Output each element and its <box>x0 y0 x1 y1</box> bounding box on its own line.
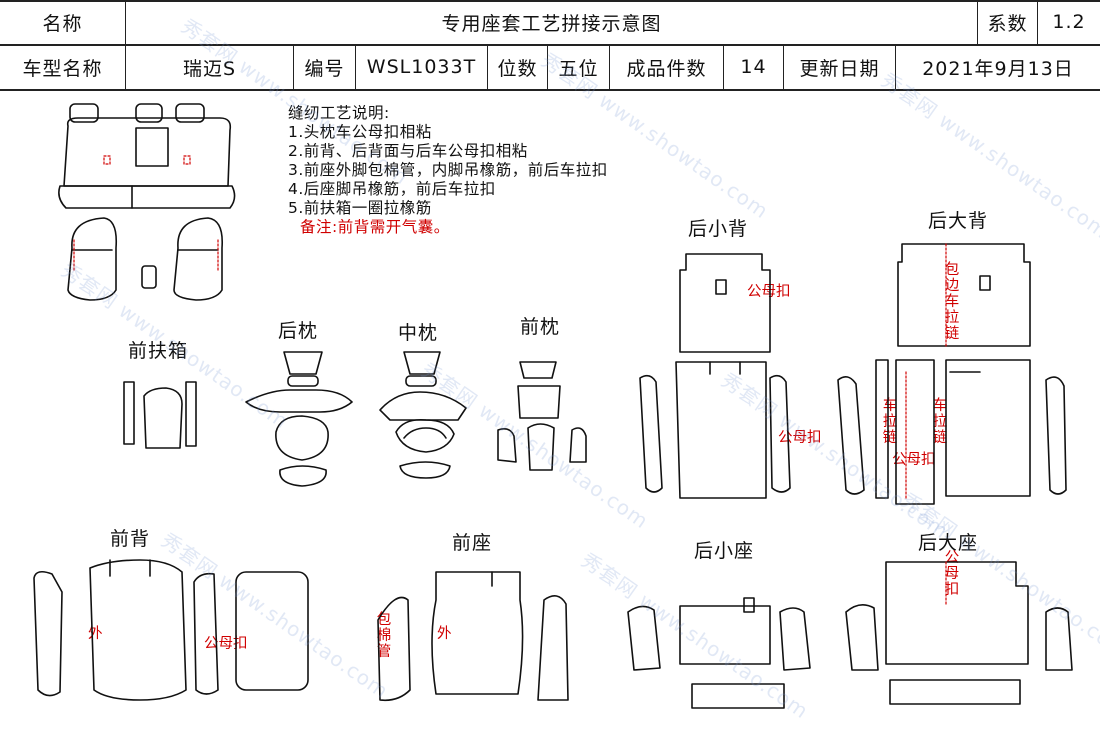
rear-big-back-pieces <box>837 243 1067 505</box>
note-item: 5.前扶箱一圈拉橡筋 <box>288 199 432 217</box>
model-label: 车型名称 <box>0 45 126 89</box>
snap-note: 公母扣 <box>892 452 936 468</box>
label-front-back: 前背 <box>110 528 151 550</box>
label-front-armrest: 前扶箱 <box>128 340 189 362</box>
front-seat-pieces <box>377 571 569 702</box>
zipper-note: 车拉链 <box>882 398 898 446</box>
notes-title: 缝纫工艺说明: <box>288 104 390 122</box>
cotton-tube-note: 包棉管 <box>376 612 392 660</box>
seat-value: 五位 <box>548 45 610 89</box>
rear-small-seat-pieces <box>627 597 811 709</box>
label-rear-small-back: 后小背 <box>688 218 749 240</box>
front-armrest-pieces <box>123 381 197 449</box>
label-rear-headrest: 后枕 <box>278 320 319 342</box>
rear-headrest-pieces <box>245 351 353 487</box>
note-item: 3.前座外脚包棉管，内脚吊橡筋，前后车拉扣 <box>288 161 608 179</box>
label-rear-big-seat: 后大座 <box>918 532 979 554</box>
pieces-label: 成品件数 <box>610 45 724 89</box>
model-value: 瑞迈S <box>126 45 294 89</box>
seat-label: 位数 <box>488 45 548 89</box>
note-item: 4.后座脚吊橡筋，前后车拉扣 <box>288 180 496 198</box>
pieces-value: 14 <box>724 45 784 89</box>
sewing-notes: 缝纫工艺说明: 1.头枕车公母扣相粘 2.前背、后背面与后车公母扣相粘 3.前座… <box>288 104 608 237</box>
zipper-note: 车拉链 <box>932 398 948 446</box>
front-back-pieces <box>33 559 309 701</box>
label-front-headrest: 前枕 <box>520 316 561 338</box>
header-table: 名称 专用座套工艺拼接示意图 系数 1.2 车型名称 瑞迈S 编号 WSL103… <box>0 0 1100 91</box>
sheet-title: 专用座套工艺拼接示意图 <box>126 0 978 44</box>
coef-label: 系数 <box>978 0 1038 44</box>
coef-value: 1.2 <box>1052 11 1086 33</box>
date-label: 更新日期 <box>784 45 896 89</box>
label-front-seat: 前座 <box>452 532 493 554</box>
outer-note: 外 <box>437 626 452 642</box>
note-item: 2.前背、后背面与后车公母扣相粘 <box>288 142 528 160</box>
date-value: 2021年9月13日 <box>922 57 1074 80</box>
zipper-edge-note: 包边车拉链 <box>944 262 960 342</box>
label-middle-headrest: 中枕 <box>398 322 439 344</box>
snap-note: 公母扣 <box>747 284 791 300</box>
rear-big-seat-pieces <box>845 561 1073 705</box>
car-seat-overview <box>58 103 236 301</box>
name-label: 名称 <box>0 0 126 44</box>
middle-headrest-pieces <box>379 351 467 479</box>
code-label: 编号 <box>294 45 356 89</box>
notes-remark: 备注:前背需开气囊。 <box>300 218 450 236</box>
rear-small-back-pieces <box>639 253 791 499</box>
label-rear-small-seat: 后小座 <box>694 540 755 562</box>
note-item: 1.头枕车公母扣相粘 <box>288 123 432 141</box>
front-headrest-pieces <box>497 361 587 471</box>
code-value: WSL1033T <box>356 45 488 89</box>
label-rear-big-back: 后大背 <box>928 210 989 232</box>
